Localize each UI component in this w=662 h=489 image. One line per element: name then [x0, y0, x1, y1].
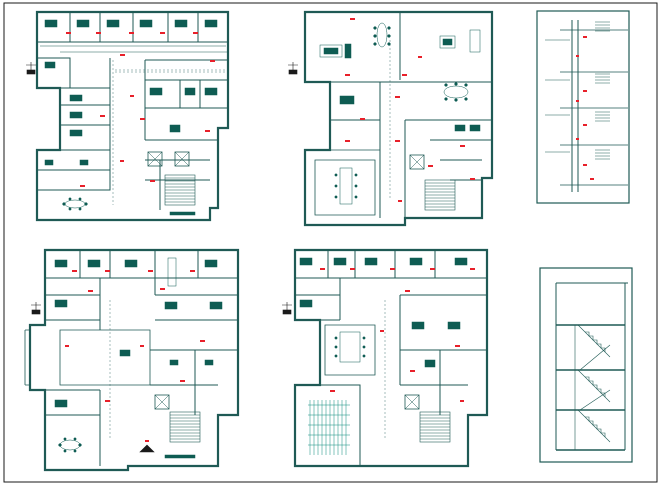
plan3-dimensions [65, 270, 205, 442]
staircase-section [539, 267, 633, 463]
plan4-dimensions [320, 268, 475, 402]
floor-plan-3 [24, 248, 240, 472]
plan4-marker [282, 302, 292, 315]
riser-diagram [536, 10, 630, 204]
plan3-furniture [54, 257, 223, 459]
floor-plan-4 [293, 248, 489, 468]
plan4-furniture [299, 257, 468, 368]
plan2-marker [288, 62, 298, 75]
plan2-furniture [319, 22, 481, 205]
plan1-marker [26, 62, 36, 75]
riser-marks [576, 36, 594, 180]
floor-plan-1 [35, 10, 230, 222]
plan2-dimensions [345, 18, 475, 202]
plan3-marker [31, 302, 155, 453]
floor-plan-2 [303, 10, 494, 227]
plan4-auditorium-seats [308, 400, 350, 455]
plan1-dimensions [66, 32, 215, 187]
sheet-border [3, 2, 658, 483]
plan1-furniture [44, 19, 218, 216]
